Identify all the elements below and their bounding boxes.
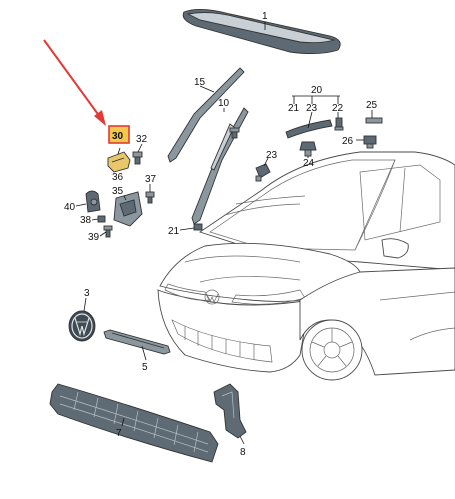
clip-26 [363,135,377,149]
callout-22: 22 [332,103,344,114]
callout-35: 35 [112,186,124,197]
callout-26: 26 [342,136,354,147]
callout-21-lower: 21 [168,226,180,237]
sensor-40 [85,190,101,213]
leader-lines [75,22,373,445]
part-sensor-bracket-36 [113,191,143,227]
callout-5: 5 [142,362,148,373]
callout-30: 30 [112,131,124,142]
clip-24 [299,141,317,157]
screw-32 [132,151,143,165]
part-lower-grille-7 [49,383,219,463]
part-30-bracket [107,151,131,173]
bolt-37 [145,191,155,204]
callout-37: 37 [145,174,157,185]
callout-21-top: 21 [288,103,300,114]
callout-32: 32 [136,134,148,145]
callout-25: 25 [366,100,378,111]
callout-39: 39 [88,232,100,243]
part-side-bracket-8 [213,383,247,439]
screw-39 [103,225,113,238]
clip-22 [334,117,344,131]
highlight-arrow [43,39,106,126]
callout-15: 15 [194,77,206,88]
clip-38 [97,215,106,223]
highlight-box [108,125,130,144]
part-trim-strip-5 [103,329,171,355]
clip-21-lower [193,223,203,231]
callout-8: 8 [240,447,246,458]
vw-emblem-3 [68,310,96,342]
callout-23-lower: 23 [266,150,278,161]
callout-40: 40 [64,202,76,213]
callout-20: 20 [311,85,323,96]
callout-labels: 1 15 10 20 21 23 22 25 30 32 26 23 24 36… [64,11,378,458]
clip-25 [365,117,383,124]
callout-7: 7 [116,428,122,439]
callout-3: 3 [84,288,90,299]
callout-36: 36 [112,172,124,183]
callout-23-top: 23 [306,103,318,114]
car-body [157,151,455,381]
part-roof-rail-trim [285,119,333,139]
bolt-near-10 [229,127,240,139]
callout-10: 10 [218,98,230,109]
clip-23 [255,163,271,182]
part-roof-trim-15 [167,67,245,163]
callout-24: 24 [303,158,315,169]
callout-38: 38 [80,215,92,226]
callout-1: 1 [262,11,268,22]
